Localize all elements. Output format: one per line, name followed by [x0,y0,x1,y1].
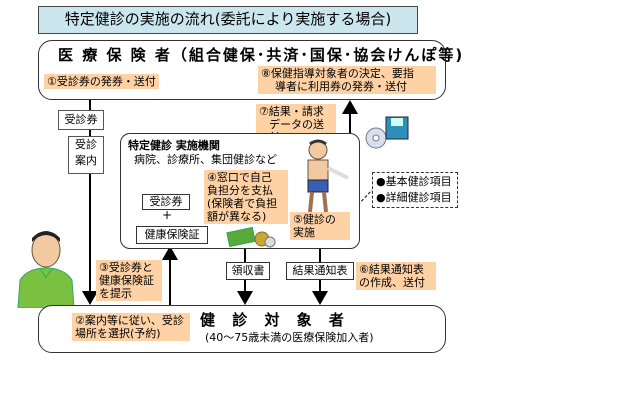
plus-sign: + [162,208,173,222]
step5-line1: ⑤健診の [293,213,336,226]
ticket-doc-label: 受診 [64,113,87,126]
step3-line2: 健康保険証 [99,274,154,287]
step4-line2: 負担分を支払 [207,184,273,197]
step3-note: ③受診券と 健康保険証 を提示 [96,260,162,301]
step4-line1: ④窓口で自己 [207,171,272,184]
ticket-document: 受診券 [58,110,104,130]
step2-line2: 場所を選択(予約) [75,327,161,340]
data-disk-icon [362,114,412,150]
money-icon [226,226,276,248]
step2-line1: ②案内等に従い、受診 [75,314,184,327]
checkup-item-basic: ●基本健診項目 [376,175,452,188]
step3-line3: を提示 [99,287,132,300]
insurance-card-box: 健康保険証 [136,226,208,244]
step8-note: ⑧保健指導対象者の決定、要指 導者に利用券の発券・送付 [258,66,436,94]
checkup-callout-line [357,189,373,206]
checkup-items-box: ●基本健診項目 ●詳細健診項目 [372,172,458,208]
guide-line2: 案内 [75,154,97,167]
institution-sub: 病院、診療所、集団健診など [134,153,277,166]
step4-line3: (保険者で負担 [207,197,278,210]
insurer-heading: 医 療 保 険 者（組合健保･共済･国保･協会けんぽ等) [58,46,465,64]
step6-line1: ⑥結果通知表 [359,263,424,276]
doctor-examination-icon [296,138,352,214]
subject-sub: (40～75歳未満の医療保険加入者) [205,331,374,344]
step5-note: ⑤健診の 実施 [290,212,350,240]
step4-note: ④窓口で自己 負担分を支払 (保険者で負担 額が異なる) [204,170,288,224]
institution-heading: 特定健診 実施機関 [128,139,220,152]
step3-line1: ③受診券と [99,261,153,274]
ticket-box: 受診券 [142,194,190,210]
step8-line2: 導者に利用券の発券・送付 [275,80,407,93]
checkup-item-detailed: ●詳細健診項目 [376,191,452,204]
subject-heading: 健 診 対 象 者 [200,311,350,329]
step1-note: ①受診券の発券・送付 [44,74,159,89]
ticket-doc-label2: 券 [86,113,98,126]
receipt-box: 領収書 [226,262,270,280]
person-icon [10,228,82,309]
guide-document: 受診 案内 [68,136,104,174]
step7-line1: ⑦結果・請求 [259,105,324,118]
guide-line1: 受診 [75,138,97,151]
result-notice-box: 結果通知表 [286,262,354,280]
step4-line4: 額が異なる) [207,210,267,223]
step2-note: ②案内等に従い、受診 場所を選択(予約) [72,313,190,341]
step6-line2: の作成、送付 [359,276,425,289]
step8-line1: ⑧保健指導対象者の決定、要指 [261,67,414,80]
page-title: 特定健診の実施の流れ(委託により実施する場合) [38,6,418,34]
step6-note: ⑥結果通知表 の作成、送付 [356,262,436,290]
step5-line2: 実施 [293,226,315,239]
